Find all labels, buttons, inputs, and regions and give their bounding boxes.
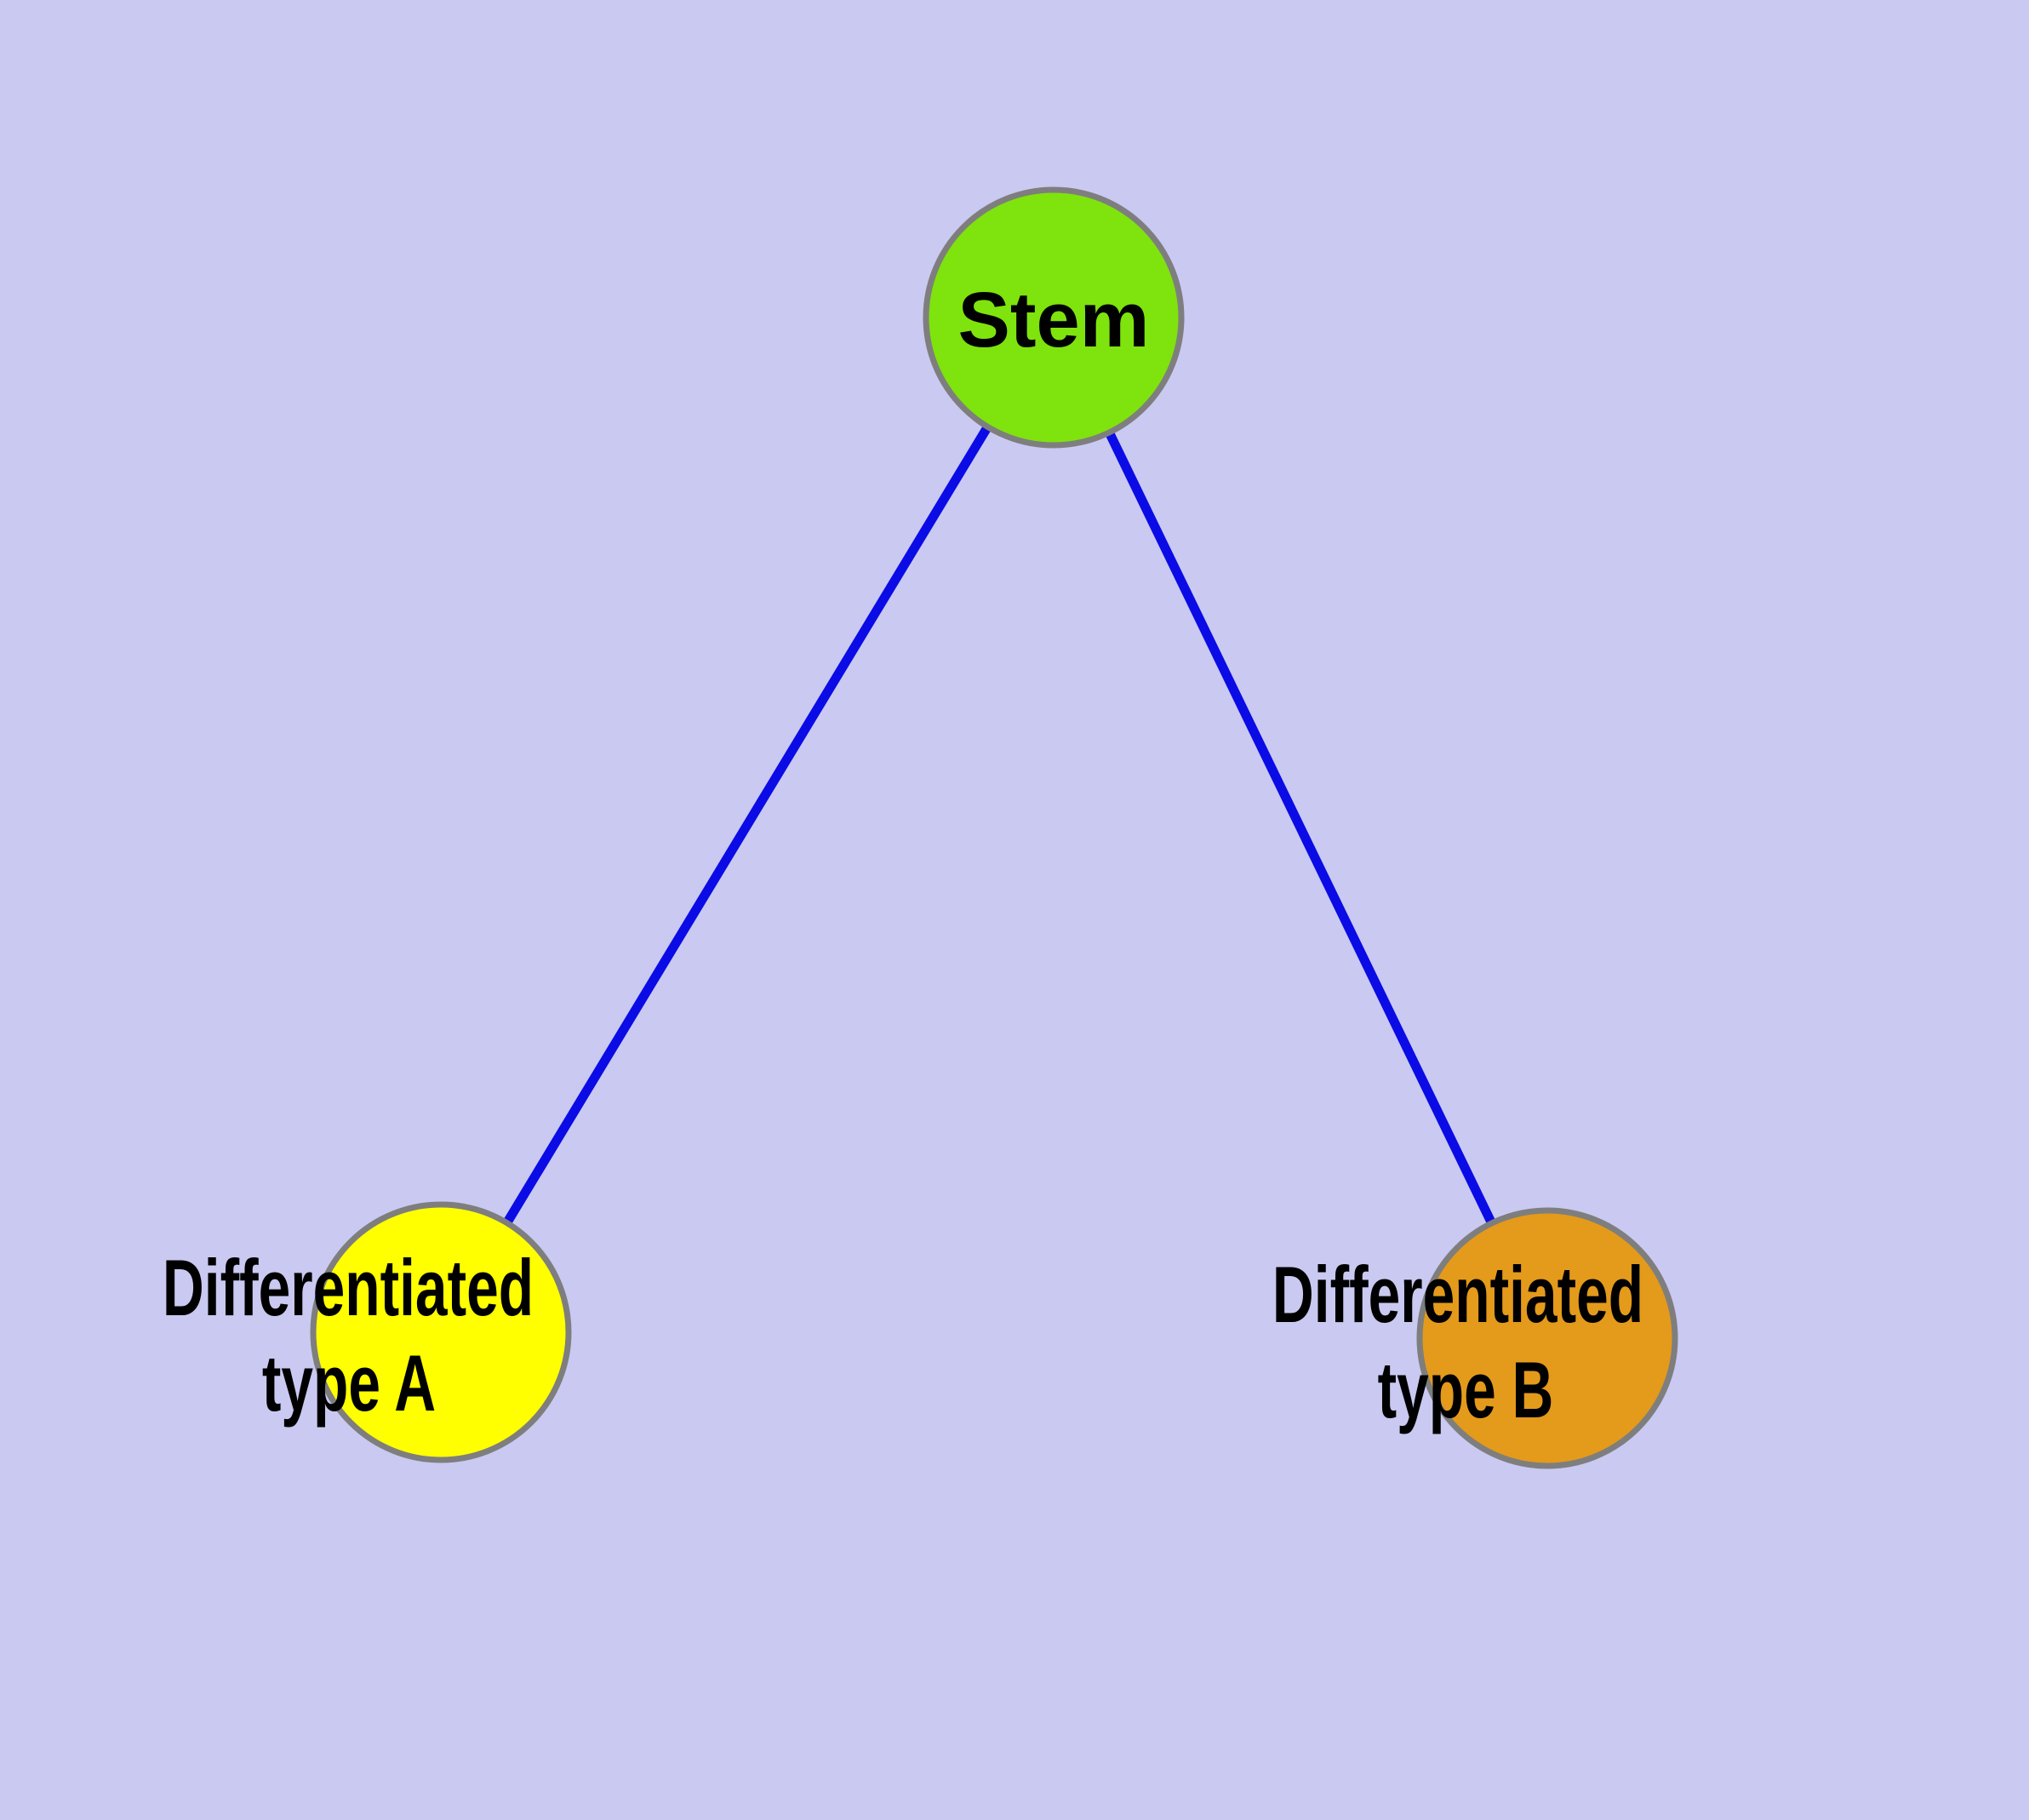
node-type-b-label-line1: Differentiated — [1272, 1251, 1643, 1339]
edge-stem-to-type-a — [437, 315, 1058, 1335]
node-type-b-label-line2: type B — [1378, 1346, 1554, 1434]
node-stem-circle — [923, 186, 1185, 449]
node-type-a-label: Differentiated type A — [163, 1244, 534, 1428]
node-type-b-label: Differentiated type B — [1272, 1251, 1643, 1434]
node-type-b-circle — [1416, 1207, 1678, 1469]
node-stem-label: Stem — [958, 277, 1150, 363]
edge-stem-to-type-b — [1049, 315, 1552, 1341]
node-type-a-circle — [310, 1201, 572, 1463]
node-type-a-label-line2: type A — [262, 1339, 436, 1428]
node-type-a-label-line1: Differentiated — [163, 1244, 534, 1332]
